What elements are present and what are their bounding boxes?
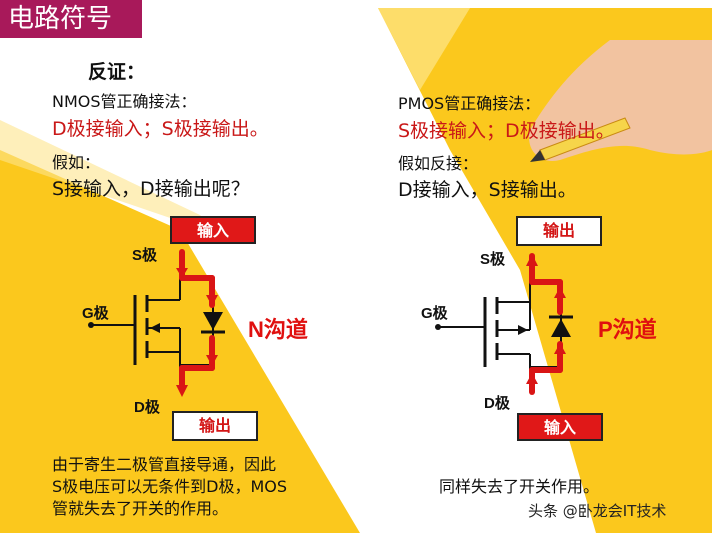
- source-watermark: 头条 @卧龙会IT技术: [528, 502, 667, 520]
- nmos-output-box: 输出: [172, 411, 258, 441]
- pmos-correct-heading: PMOS管正确接法：: [398, 94, 541, 113]
- nmos-correct-heading: NMOS管正确接法：: [52, 92, 197, 111]
- pmos-input-box: 输入: [517, 413, 603, 441]
- nmos-d-label: D极: [134, 399, 160, 416]
- nmos-conclusion-line3: 管就失去了开关的作用。: [52, 499, 229, 518]
- nmos-s-label: S极: [132, 247, 158, 264]
- pmos-output-box: 输出: [516, 216, 602, 246]
- pmos-correct-rule: S极接输入；D极接输出。: [398, 120, 615, 142]
- nmos-conclusion-line2: S极电压可以无条件到D极，MOS: [52, 477, 288, 496]
- nmos-symbol-diagram: [88, 249, 225, 397]
- nmos-suppose-heading: 假如：: [52, 153, 101, 172]
- page-title: 电路符号: [0, 0, 142, 38]
- pmos-g-label: G极: [421, 305, 448, 322]
- nmos-input-box: 输入: [170, 216, 256, 244]
- pmos-channel-label: P沟道: [598, 317, 657, 342]
- pmos-conclusion: 同样失去了开关作用。: [439, 477, 600, 496]
- nmos-conclusion-line1: 由于寄生二极管直接导通，因此: [52, 455, 277, 474]
- nmos-channel-label: N沟道: [248, 317, 308, 342]
- section-heading: 反证：: [88, 61, 146, 83]
- pmos-reverse-heading: 假如反接：: [398, 154, 479, 173]
- pmos-d-label: D极: [484, 395, 510, 412]
- pmos-s-label: S极: [480, 251, 506, 268]
- nmos-g-label: G极: [82, 305, 109, 322]
- nmos-suppose-question: S接输入，D接输出呢？: [52, 178, 250, 200]
- pmos-symbol-diagram: [435, 253, 573, 395]
- nmos-correct-rule: D极接输入；S极接输出。: [52, 118, 269, 140]
- pmos-reverse-statement: D接输入，S接输出。: [398, 179, 577, 201]
